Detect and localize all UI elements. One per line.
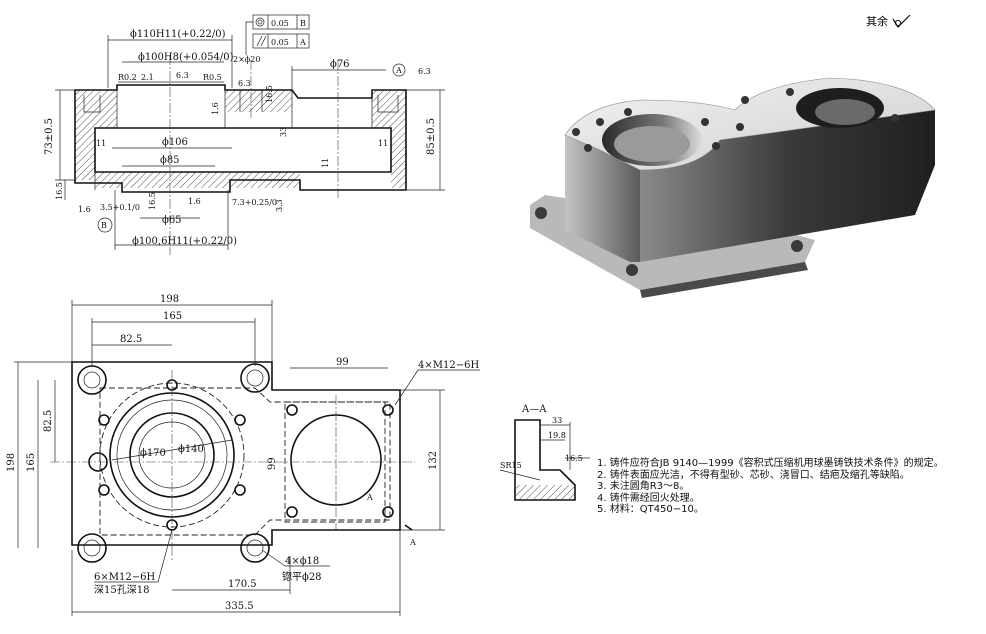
tol-par-value: 0.05: [271, 38, 289, 47]
dim-aa-165: 16.5: [565, 454, 583, 463]
remaining-label: 其余: [866, 15, 888, 28]
dim-v165-bottom: 16.5: [148, 192, 157, 210]
dim-aa-sr15: SR15: [500, 461, 522, 470]
dim-d170: ϕ170: [140, 448, 166, 459]
dim-w165: 165: [163, 311, 182, 322]
roughness-check-icon: [891, 14, 910, 28]
isometric-render: [530, 77, 936, 298]
dim-w825: 82.5: [120, 334, 142, 345]
note-1: 1. 铸件应符合JB 9140—1999《容积式压缩机用球墨铸铁技术条件》的规定…: [597, 458, 944, 469]
dim-holes-2x20: 2×ϕ20: [233, 55, 260, 64]
dim-w21: 2.1: [141, 73, 154, 82]
dim-h73b: 7.3+0.25/0: [232, 198, 277, 207]
mounting-holes-4x18: [77, 363, 270, 563]
dim-r05: R0.5: [203, 73, 222, 82]
thread-callout-4x: 4×M12−6H: [418, 360, 479, 371]
roughness-63-a: 6.3: [176, 71, 189, 80]
thread-depth: 深15孔深18: [94, 584, 149, 596]
dim-v33: 33: [279, 127, 288, 137]
note-3: 3. 未注圆角R3～8。: [597, 481, 690, 493]
thread-callout-6x: 6×M12−6H: [94, 572, 155, 583]
technical-requirements: 1. 铸件应符合JB 9140—1999《容积式压缩机用球墨铸铁技术条件》的规定…: [597, 458, 977, 516]
dim-w99: 99: [336, 357, 349, 368]
section-a-label: A: [409, 538, 416, 547]
dim-v11-right: 11: [378, 139, 388, 148]
dim-d106: ϕ106: [162, 137, 188, 148]
section-a-label-inner: A: [366, 493, 373, 502]
dim-h165-left: 16.5: [55, 182, 64, 200]
dim-d100: ϕ100H8(+0.054/0): [138, 52, 234, 63]
dim-aa-198: 19.8: [548, 431, 566, 440]
dim-w1705: 170.5: [228, 579, 257, 590]
dim-h132: 132: [428, 451, 439, 470]
dim-h73: 73±0.5: [44, 118, 55, 155]
note-5: 5. 材料：QT450−10。: [597, 504, 704, 516]
holes-callout: 4×ϕ18: [285, 556, 319, 567]
tolerance-frame-circularity: 0.05 B: [252, 14, 310, 30]
dim-v33b: 3.3: [275, 199, 284, 212]
plan-view: ϕ170 ϕ140 198 165 82.5 99 198 165 82.5 9…: [6, 294, 480, 616]
note-4: 4. 铸件需经回火处理。: [597, 492, 700, 504]
dim-h165: 165: [26, 453, 37, 472]
roughness-16-c: 1.6: [188, 197, 201, 206]
tol-circ-datum: B: [300, 19, 306, 28]
spotface-callout: 锪平ϕ28: [282, 570, 322, 583]
tol-par-datum: A: [299, 38, 306, 47]
dim-h35: 3.5+0.1/0: [100, 203, 140, 212]
roughness-63-c: 6.3: [418, 67, 431, 76]
dim-w198: 198: [160, 294, 179, 305]
dim-w3355: 335.5: [225, 601, 254, 612]
section-a-a-detail: A—A 33 19.8 16.5 SR15: [499, 404, 590, 501]
tol-circ-value: 0.05: [271, 19, 289, 28]
datum-a-marker: A: [395, 66, 402, 75]
note-2: 2. 铸件表面应光洁，不得有型砂、芯砂、浇冒口、结疤及缩孔等缺陷。: [597, 469, 910, 481]
dim-v11-mid: 11: [321, 158, 330, 168]
dim-h99: 99: [267, 457, 278, 470]
dim-v165-top: 16.5: [265, 85, 274, 103]
dim-aa-33: 33: [552, 416, 562, 425]
datum-b-marker: B: [101, 221, 107, 230]
remaining-roughness-note: 其余: [866, 13, 912, 29]
dim-d140: ϕ140: [178, 444, 204, 455]
dim-d85: ϕ85: [160, 155, 180, 166]
section-aa-title: A—A: [521, 404, 547, 415]
dim-d110: ϕ110H11(+0.22/0): [130, 29, 226, 40]
dim-r02: R0.2: [118, 73, 137, 82]
roughness-63-b: 6.3: [238, 79, 251, 88]
dim-d65: ϕ65: [162, 215, 182, 226]
tolerance-frame-parallel: 0.05 A: [252, 33, 310, 49]
section-view: ϕ110H11(+0.22/0) ϕ100H8(+0.054/0) R0.2 2…: [44, 14, 445, 255]
roughness-16-a: 1.6: [78, 205, 91, 214]
roughness-16-b: 1.6: [211, 102, 220, 115]
dim-h198: 198: [6, 453, 17, 472]
dim-h85: 85±0.5: [426, 118, 437, 155]
dim-h825: 82.5: [43, 410, 54, 432]
dim-d100-6: ϕ100,6H11(+0.22/0): [132, 236, 237, 247]
dim-d76: ϕ76: [330, 59, 350, 70]
dim-v11-left: 11: [96, 139, 106, 148]
